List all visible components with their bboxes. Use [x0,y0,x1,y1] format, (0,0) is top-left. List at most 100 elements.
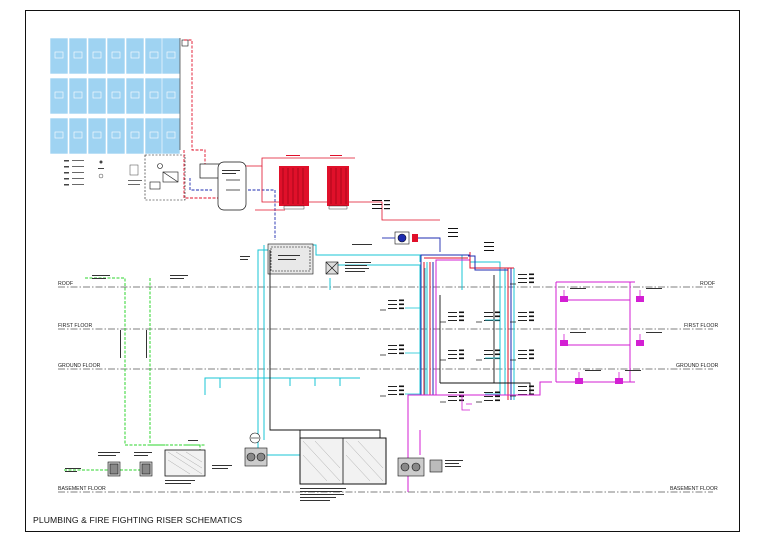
roof-water-tank [267,243,314,275]
solar-panel-cell [149,91,159,99]
irrigation-labels [92,275,198,441]
solar-drawdown [179,38,189,150]
filtration-unit [107,461,121,477]
level-label-basement-left: BASEMENT FLOOR [58,486,106,492]
solar-panel [144,117,164,155]
solar-panel-cell [54,51,64,59]
drainage-riser [269,250,381,438]
solar-loop-red [183,39,218,199]
solar-panel-cell [166,91,176,99]
solar-panel-cell [149,131,159,139]
cold-water-network [204,244,506,456]
fire-hose-cabinet [560,288,586,302]
solar-panel [87,117,107,155]
pipe-size-tag [476,311,500,323]
solar-panel [125,37,145,75]
transfer-pump-set [244,447,268,467]
heat-pump-unit-2 [327,166,349,210]
solar-panel-cell [166,51,176,59]
level-label-ground-left: GROUND FLOOR [58,363,101,369]
solar-panel [125,77,145,115]
pipe-size-tag [440,311,464,323]
basement-water-tank [299,437,387,485]
level-label-first-right: FIRST FLOOR [684,323,718,329]
drawing-title: PLUMBING & FIRE FIGHTING RISER SCHEMATIC… [33,515,243,525]
fire-pump-set [397,457,443,477]
heat-pump-unit-1 [279,166,309,210]
solar-panel-cell [149,51,159,59]
roof-booster-pump [325,261,339,275]
pipe-size-tag [476,349,500,361]
level-label-first-left: FIRST FLOOR [58,323,92,329]
pipe-size-tag [440,391,464,403]
pipe-size-tag [380,385,404,397]
fire-pump-labels [445,460,463,467]
solar-panel-cell [73,131,83,139]
red-labels [286,155,342,156]
roof-notes [240,244,372,272]
solar-panel-cell [54,131,64,139]
hot-water-line [246,157,440,221]
solar-panel-cell [111,91,121,99]
solar-panel [49,37,69,75]
hot-water-tank-label [222,170,240,174]
hot-water-storage-tank [199,161,247,211]
pipe-size-tag [510,349,534,361]
solar-panel [125,117,145,155]
solar-panel [144,37,164,75]
irrigation-pump-set [139,461,153,477]
solar-panel-cell [111,131,121,139]
fire-hose-cabinet [636,332,662,346]
solar-panel [49,77,69,115]
riser-shaft-main [420,254,470,395]
solar-panel-cell [130,91,140,99]
solar-panel-cell [130,51,140,59]
solar-panel-cell [92,51,102,59]
solar-panel [161,37,181,75]
fire-fighting-network [407,281,635,492]
solar-panel [144,77,164,115]
solar-panel-cell [166,131,176,139]
fire-hose-cabinets [560,288,662,384]
solar-panel [161,77,181,115]
solar-pump-station [144,154,186,201]
solar-panel-cell [92,131,102,139]
pipe-size-tag [510,273,534,285]
irrigation-network [64,277,205,471]
irrigation-tank [164,449,206,477]
solar-panel [87,77,107,115]
pipe-size-tag [476,391,500,403]
pipe-size-tags [372,200,494,251]
level-lines [58,286,713,493]
solar-panel-cell [130,131,140,139]
basement-tank-labels [300,488,346,501]
solar-panel-cell [73,91,83,99]
circulation-pump-set [394,231,418,245]
basement-labels [65,452,232,484]
pipe-size-tag [380,344,404,356]
solar-panel [106,77,126,115]
solar-panel [68,37,88,75]
level-label-roof-left: ROOF [58,281,73,287]
floor-branches [380,273,534,403]
water-meter [249,432,261,444]
solar-panel-array [49,37,181,155]
level-label-roof-right: ROOF [700,281,715,287]
solar-panel [106,117,126,155]
pipe-size-tag [440,349,464,361]
fire-hose-cabinet [575,370,601,384]
fire-sprinkler-drop [461,395,472,411]
solar-panel [68,77,88,115]
riser-shaft-black [439,275,531,395]
pipe-size-tag [380,299,404,311]
pipe-size-tag [510,311,534,323]
solar-panel [87,37,107,75]
solar-panel [49,117,69,155]
solar-panel [68,117,88,155]
solar-panel [106,37,126,75]
riser-shaft-east [468,252,515,400]
return-line-blue [382,237,441,252]
fire-hose-cabinet [636,288,662,302]
